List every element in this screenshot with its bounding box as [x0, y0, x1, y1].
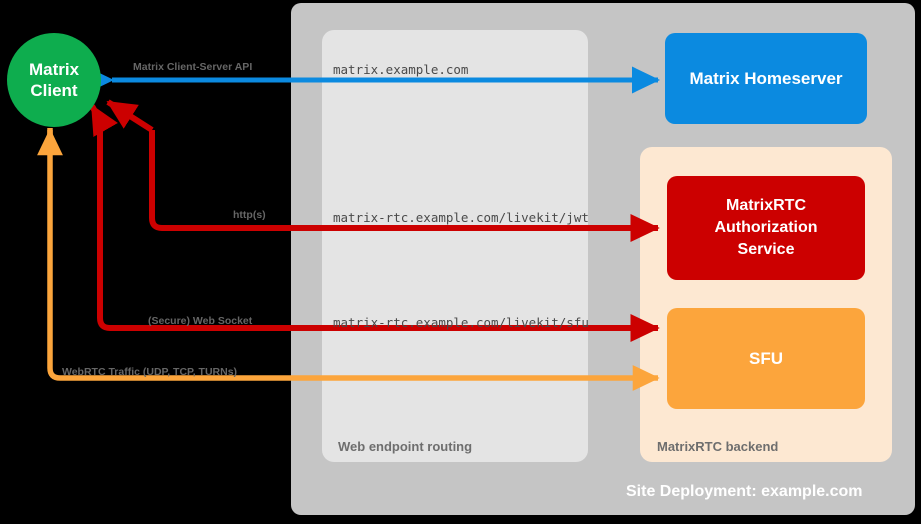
sfu-label: SFU	[749, 348, 783, 368]
node-matrix-homeserver[interactable]: Matrix Homeserver	[665, 33, 867, 124]
endpoint-livekit-jwt: matrix-rtc.example.com/livekit/jwt	[333, 210, 589, 225]
auth-service-label-line3: Service	[737, 241, 795, 258]
matrixrtc-backend-label: MatrixRTC backend	[657, 439, 779, 454]
matrix-client-label-line2: Client	[30, 81, 78, 100]
web-endpoint-routing-container	[322, 30, 588, 462]
auth-service-label-line1: MatrixRTC	[725, 197, 806, 214]
flow-webrtc-arrow	[37, 128, 660, 391]
endpoint-livekit-sfu: matrix-rtc.example.com/livekit/sfu	[333, 315, 589, 330]
flow-webrtc-protocol-label: WebRTC Traffic (UDP, TCP, TURNs)	[62, 366, 238, 378]
web-endpoint-routing-label: Web endpoint routing	[338, 439, 473, 454]
node-matrixrtc-authorization-service[interactable]: MatrixRTC Authorization Service	[667, 176, 865, 280]
endpoint-matrix-example-com: matrix.example.com	[333, 62, 469, 77]
flow-csapi-protocol-label: Matrix Client-Server API	[133, 61, 253, 73]
flow-sfu-websocket-protocol-label: (Secure) Web Socket	[148, 315, 253, 327]
site-deployment-label: Site Deployment: example.com	[626, 483, 863, 500]
auth-service-label-line2: Authorization	[714, 219, 818, 236]
matrix-homeserver-label: Matrix Homeserver	[689, 68, 843, 88]
node-sfu[interactable]: SFU	[667, 308, 865, 409]
node-matrix-client[interactable]: Matrix Client	[7, 33, 101, 127]
flow-sfu-websocket-arrow	[89, 104, 660, 343]
matrix-client-label-line1: Matrix	[28, 60, 80, 79]
flow-jwt-protocol-label: http(s)	[233, 209, 266, 221]
